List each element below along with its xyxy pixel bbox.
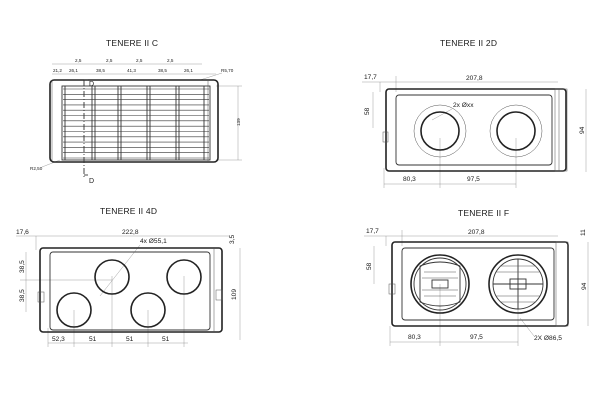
dim-label: 51 xyxy=(89,336,97,343)
dim-label: 51 xyxy=(126,336,134,343)
dim-label: 17,7 xyxy=(366,228,379,235)
dimension-lines: 17,7 207,8 11 58 94 80,3 97,5 2X Ø86,5 xyxy=(364,228,589,346)
duct-spigots xyxy=(413,104,543,158)
dim-label: 52,3 xyxy=(52,336,65,343)
duct-spigots xyxy=(56,259,202,328)
view-title: TENERE II 2D xyxy=(440,38,497,48)
spigot-3 xyxy=(56,292,92,328)
dim-label: 2,5 xyxy=(167,58,174,63)
dim-label: 11 xyxy=(580,229,587,236)
section-marker: D D xyxy=(83,79,94,185)
dim-label: 109 xyxy=(231,289,238,300)
dim-label: 94 xyxy=(581,282,588,290)
dim-label: 26,1 xyxy=(69,68,78,73)
view-title: TENERE II C xyxy=(106,38,158,48)
dim-label: 17,6 xyxy=(16,229,29,236)
dim-label: 2X Ø86,5 xyxy=(534,335,562,342)
frame-outer xyxy=(385,88,567,172)
module-left-ring xyxy=(410,254,470,314)
view-tenere-ii-4d: TENERE II 4D 17,6 222,8 3,5 109 38,5 38,… xyxy=(16,206,241,347)
dim-label: 80,3 xyxy=(408,334,421,341)
spigot-left-outer xyxy=(413,104,467,158)
clip-left xyxy=(388,283,396,295)
view-title: TENERE II 4D xyxy=(100,206,157,216)
flow-module-right xyxy=(488,254,548,314)
dim-label: 38,5 xyxy=(19,260,26,273)
section-label: D xyxy=(89,178,94,185)
frame-inner xyxy=(401,247,555,321)
dim-label: 2,5 xyxy=(136,58,143,63)
dim-label: 94 xyxy=(579,126,586,134)
frame-inner xyxy=(395,94,553,166)
end-cap-right xyxy=(554,88,568,172)
view-tenere-ii-f: TENERE II F 17,7 207,8 11 58 94 80,3 97,… xyxy=(364,208,589,346)
dimension-lines: 17,6 222,8 3,5 109 38,5 38,5 4x Ø55,1 52… xyxy=(16,229,241,347)
dim-label: R2,50 xyxy=(30,166,43,171)
grille-outline xyxy=(49,79,219,163)
dim-label: 58 xyxy=(366,262,373,270)
grille-louvres xyxy=(63,86,209,160)
dim-label: 38,5 xyxy=(19,289,26,302)
dim-label: 41,3 xyxy=(127,68,136,73)
dim-label: R5,70 xyxy=(221,68,234,73)
dimension-lines: 17,7 207,8 58 94 80,3 97,5 2x Øxx xyxy=(362,74,587,188)
blade-hub xyxy=(509,278,527,290)
clip-left xyxy=(382,131,389,143)
dim-label: 2,5 xyxy=(75,58,82,63)
spigot-right-outer xyxy=(489,104,543,158)
dim-label: 26,1 xyxy=(184,68,193,73)
dimension-lines: 2,5 2,5 2,5 2,5 21,2 26,1 38,5 41,3 38,5… xyxy=(30,58,242,171)
frame-outer xyxy=(49,79,219,163)
flow-module-left xyxy=(410,254,470,314)
dim-label: 3,5 xyxy=(229,235,236,244)
dim-label: 2,5 xyxy=(106,58,113,63)
housing-outline xyxy=(388,241,569,327)
spigot-1 xyxy=(94,259,130,295)
dim-label: 38,5 xyxy=(158,68,167,73)
section-label: D xyxy=(89,81,94,88)
spigot-4 xyxy=(130,292,166,328)
blade-edges xyxy=(500,265,536,303)
spigot-right xyxy=(496,111,536,151)
dim-label: 80,3 xyxy=(403,176,416,183)
blade-edges xyxy=(496,271,540,297)
housing-outline xyxy=(382,88,568,172)
frame-inner xyxy=(49,251,211,331)
spigot-left xyxy=(420,111,460,151)
dim-label: 4x Ø55,1 xyxy=(140,238,167,245)
dim-label: 21,2 xyxy=(53,68,62,73)
view-tenere-ii-c: TENERE II C 2,5 2,5 2,5 2,5 21,2 26,1 38… xyxy=(30,38,242,185)
dim-label: 17,7 xyxy=(364,74,377,81)
housing-outline xyxy=(37,247,223,333)
dim-label: 38,5 xyxy=(96,68,105,73)
dim-label: 97,5 xyxy=(467,176,480,183)
damper-body xyxy=(419,261,461,307)
end-cap-right xyxy=(555,241,569,327)
dim-label: 222,8 xyxy=(122,229,139,236)
dim-label: 97,5 xyxy=(470,334,483,341)
view-title: TENERE II F xyxy=(458,208,509,218)
module-right-ring xyxy=(488,254,548,314)
clip-right xyxy=(215,289,223,301)
dim-label: 207,8 xyxy=(466,75,483,82)
frame-inner xyxy=(61,85,211,161)
view-tenere-ii-2d: TENERE II 2D 17,7 207,8 58 94 80,3 97,5 … xyxy=(362,38,587,188)
spigot-2 xyxy=(166,259,202,295)
dim-label: 2x Øxx xyxy=(453,102,474,109)
clip-left xyxy=(37,291,45,303)
dim-label: 207,8 xyxy=(468,229,485,236)
dim-label: 139 xyxy=(236,118,241,126)
dim-label: 51 xyxy=(162,336,170,343)
damper-handle xyxy=(431,279,449,289)
dim-label: 58 xyxy=(364,107,371,115)
module-left-inner xyxy=(413,257,467,311)
